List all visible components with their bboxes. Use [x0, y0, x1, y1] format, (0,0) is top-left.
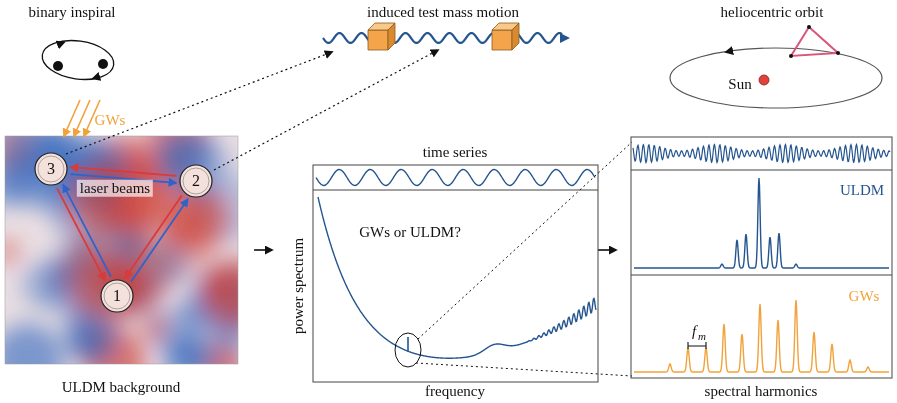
- figure-label: ULDM: [840, 182, 884, 199]
- figure-label: GWs or ULDM?: [359, 224, 461, 241]
- time-series-wave: [316, 170, 595, 186]
- field-blob: [214, 323, 238, 359]
- figure-label: frequency: [425, 383, 485, 400]
- figure-label: heliocentric orbit: [721, 4, 824, 21]
- figure-label: ULDM background: [62, 379, 181, 396]
- figure-label: GWs: [95, 112, 126, 129]
- zoom-circle: [395, 333, 421, 367]
- orbit-arrow: [60, 43, 64, 45]
- figure-label: Sun: [728, 76, 751, 93]
- field-blob: [21, 261, 69, 309]
- figure-label: GWs: [849, 288, 880, 305]
- field-blob: [68, 319, 115, 364]
- field-blob: [167, 136, 233, 202]
- node-ring: [183, 168, 209, 194]
- node-circle: [101, 280, 133, 312]
- zoom-leader: [418, 142, 632, 339]
- constellation-triangle: [791, 27, 838, 56]
- node-number: 3: [47, 160, 55, 178]
- cube-front: [492, 30, 512, 50]
- spectral-line: [407, 337, 409, 351]
- leader-dotted: [214, 50, 438, 170]
- figure-label: f: [692, 323, 696, 340]
- test-mass-cube: [368, 23, 395, 50]
- orbit-arrow: [93, 77, 98, 79]
- laser-beam: [57, 188, 105, 280]
- figure-label: m: [698, 330, 706, 342]
- spacecraft-dot: [789, 54, 793, 58]
- laser-beam: [71, 167, 176, 176]
- gw-arrow: [74, 100, 90, 136]
- uldm-background: [5, 136, 238, 364]
- cube-side: [388, 23, 395, 50]
- detector-node: 2: [179, 164, 213, 198]
- zoom-leader: [416, 363, 632, 376]
- panel-frame: [313, 165, 598, 382]
- panel-divider: [631, 275, 892, 276]
- detector-node: 1: [100, 279, 134, 313]
- field-blob: [5, 240, 19, 264]
- field-blob: [70, 260, 150, 320]
- panel-frame: [631, 137, 892, 378]
- zoomed-time-series: [633, 145, 890, 163]
- node-number: 1: [113, 287, 121, 305]
- detector-node: 3: [34, 152, 68, 186]
- laser-beam: [131, 199, 187, 281]
- wave-arrow: [560, 37, 568, 39]
- black-hole: [98, 59, 108, 69]
- gw-arrow: [64, 100, 80, 136]
- gw-spectrum: [634, 300, 889, 372]
- uldm-spectrum: [634, 178, 889, 268]
- node-circle: [180, 165, 212, 197]
- node-number: 2: [192, 172, 200, 190]
- binary-orbit: [40, 36, 117, 84]
- test-mass-wave: [323, 33, 562, 43]
- figure-label: time series: [423, 144, 488, 161]
- figure-label: laser beams: [77, 180, 153, 197]
- field-blob: [164, 335, 213, 364]
- field-blob: [201, 259, 238, 328]
- spacecraft-dot: [836, 51, 840, 55]
- black-hole: [53, 61, 63, 71]
- background-frame: [5, 136, 238, 364]
- figure-label: binary inspiral: [28, 4, 115, 21]
- heliocentric-ellipse: [670, 48, 882, 108]
- panel-divider: [313, 190, 598, 191]
- field-blobs: [5, 136, 238, 364]
- laser-beam: [63, 185, 111, 277]
- cube-front: [368, 30, 388, 50]
- sun: [759, 75, 769, 85]
- node-ring: [38, 156, 64, 182]
- panel-divider: [631, 170, 892, 171]
- figure-label: power spectrum: [290, 238, 307, 334]
- figure-label: spectral harmonics: [705, 383, 818, 400]
- field-blob: [5, 323, 64, 364]
- laser-beam: [125, 196, 181, 278]
- cube-side: [512, 23, 519, 50]
- figure-label: induced test mass motion: [367, 4, 519, 21]
- node-ring: [104, 283, 130, 309]
- power-spectrum-curve: [318, 197, 596, 358]
- node-circle: [35, 153, 67, 185]
- spacecraft-dot: [807, 25, 811, 29]
- flow-arrow: [598, 249, 616, 251]
- field-blob: [142, 315, 167, 340]
- orbit-direction: [726, 51, 733, 53]
- leader-dotted: [66, 52, 332, 154]
- flow-arrow: [254, 249, 272, 251]
- fm-bracket: [688, 342, 706, 349]
- test-mass-cube: [492, 23, 519, 50]
